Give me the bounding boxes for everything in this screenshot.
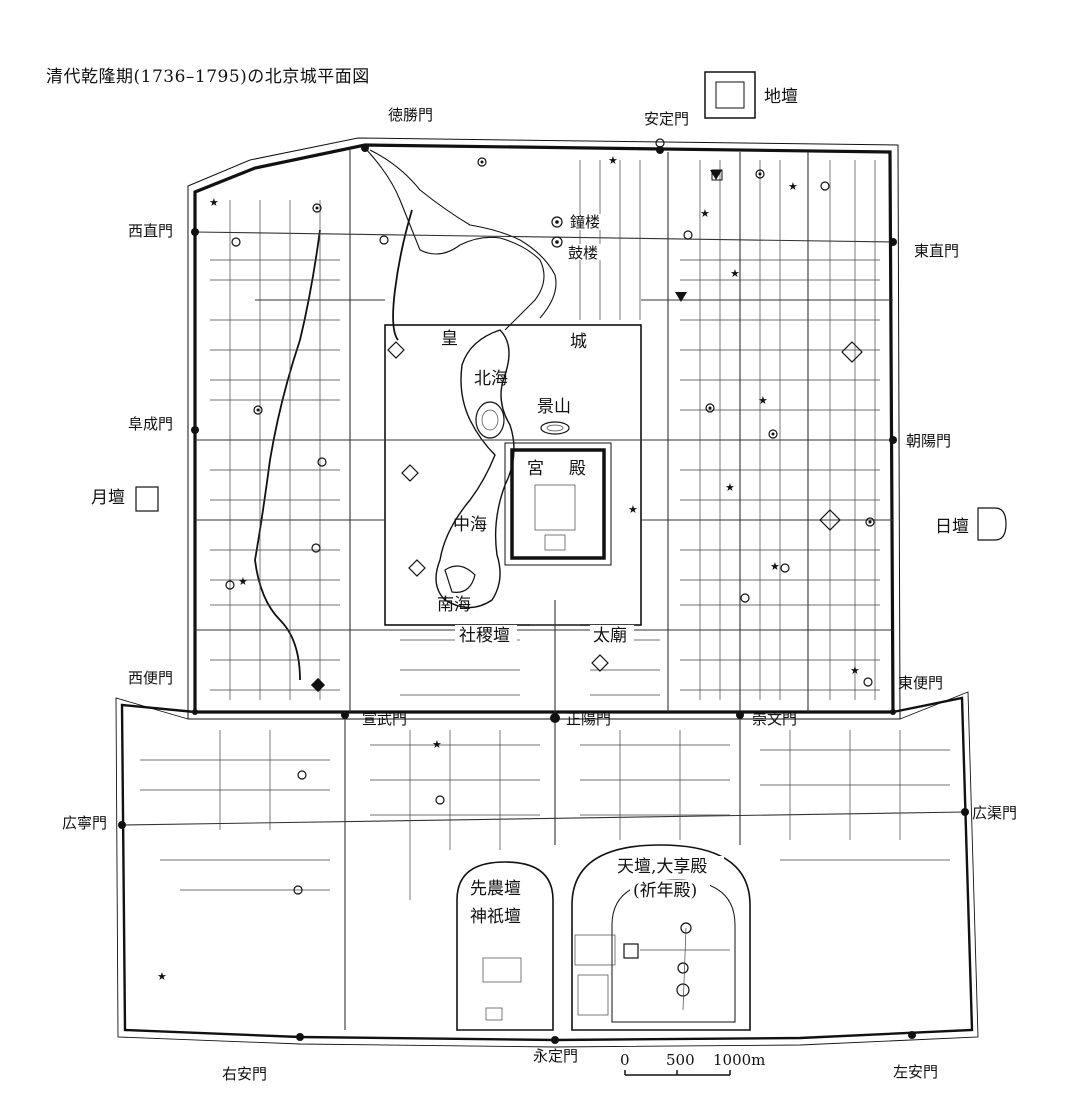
gate-desheng: 徳勝門 xyxy=(388,106,433,124)
gate-chongwen: 崇文門 xyxy=(752,710,797,728)
gate-dongzhi: 東直門 xyxy=(914,242,959,260)
earth-altar-symbol xyxy=(704,71,756,119)
svg-text:★: ★ xyxy=(432,738,442,751)
shenqi-altar-label: 神祇壇 xyxy=(470,907,521,927)
earth-altar-label: 地壇 xyxy=(764,87,798,107)
jingshan-label: 景山 xyxy=(537,397,571,417)
map-title: 清代乾隆期(1736–1795)の北京城平面図 xyxy=(46,67,370,87)
gate-yongding: 永定門 xyxy=(533,1047,578,1065)
gate-anding: 安定門 xyxy=(644,110,689,128)
drum-tower-label: 鼓楼 xyxy=(568,244,598,262)
gate-zuoan: 左安門 xyxy=(893,1063,938,1081)
svg-text:★: ★ xyxy=(157,970,167,983)
xiannong-altar-wall xyxy=(456,861,554,1031)
scale-end: 1000m xyxy=(713,1051,765,1069)
temple-of-heaven-label: 天壇,大享殿 xyxy=(617,857,707,877)
jingshan-hill xyxy=(540,421,570,435)
sheji-altar-label: 社稷壇 xyxy=(459,626,510,646)
sun-altar-symbol xyxy=(977,507,1007,541)
inner-city-wall xyxy=(187,137,901,720)
landmark-labels: 鐘楼 鼓楼 皇 城 北海 景山 宮 殿 中海 南海 社稷壇 太廟 先農壇 神祇壇… xyxy=(437,213,724,927)
gate-xizhi: 西直門 xyxy=(128,222,173,240)
qinian-hall-label: (祈年殿) xyxy=(633,881,697,901)
gate-zhengyang: 正陽門 xyxy=(566,710,611,728)
nanhai-label: 南海 xyxy=(437,595,471,615)
gate-chaoyang: 朝陽門 xyxy=(906,432,951,450)
gate-labels: 徳勝門 安定門 西直門 東直門 阜成門 朝陽門 西便門 東便門 宣武門 正陽門 … xyxy=(62,106,1017,1083)
svg-text:★: ★ xyxy=(725,481,735,494)
moon-altar-symbol xyxy=(135,486,159,512)
svg-text:★: ★ xyxy=(209,196,219,209)
svg-text:★: ★ xyxy=(628,503,638,516)
gate-dongbian: 東便門 xyxy=(898,674,943,692)
palace-label-2: 殿 xyxy=(569,459,586,479)
scale-mid: 500 xyxy=(666,1051,695,1069)
gate-youan: 右安門 xyxy=(222,1065,267,1083)
sun-altar-label: 日壇 xyxy=(935,517,969,537)
imperial-city-label-1: 皇 xyxy=(441,329,458,349)
palace-label-1: 宮 xyxy=(527,459,544,479)
temple-of-heaven-wall xyxy=(571,844,751,1031)
svg-text:★: ★ xyxy=(238,575,248,588)
svg-text:★: ★ xyxy=(700,207,710,220)
outer-city-wall xyxy=(115,691,979,1048)
street-grid xyxy=(124,150,966,1030)
svg-text:★: ★ xyxy=(758,394,768,407)
svg-text:★: ★ xyxy=(608,154,618,167)
waterways xyxy=(254,147,557,681)
gate-xibian: 西便門 xyxy=(128,669,173,687)
building-symbols xyxy=(225,138,875,895)
gate-guangqu: 広渠門 xyxy=(972,804,1017,822)
bell-tower-label: 鐘楼 xyxy=(570,213,600,231)
zhonghai-label: 中海 xyxy=(453,515,487,535)
xiannong-altar-label: 先農壇 xyxy=(470,879,521,899)
svg-text:★: ★ xyxy=(850,664,860,677)
moon-altar-label: 月壇 xyxy=(91,488,125,508)
svg-text:★: ★ xyxy=(730,267,740,280)
imperial-city-label-2: 城 xyxy=(570,332,587,352)
gate-xuanwu: 宣武門 xyxy=(362,710,407,728)
svg-text:★: ★ xyxy=(770,560,780,573)
gate-fucheng: 阜成門 xyxy=(128,415,173,433)
three-lakes xyxy=(435,329,515,609)
svg-text:★: ★ xyxy=(788,180,798,193)
taimiao-label: 太廟 xyxy=(593,626,627,646)
star-symbols: ★ ★ ★ ★ ★ ★ ★ ★ ★ ★ ★ ★ ★ xyxy=(157,154,860,983)
forbidden-city xyxy=(504,442,612,566)
scale-bar: 0 500 1000m xyxy=(620,1051,765,1076)
scale-zero: 0 xyxy=(620,1051,630,1069)
gate-guangning: 広寧門 xyxy=(62,814,107,832)
gate-symbols xyxy=(118,144,969,1044)
beihai-label: 北海 xyxy=(474,369,508,389)
